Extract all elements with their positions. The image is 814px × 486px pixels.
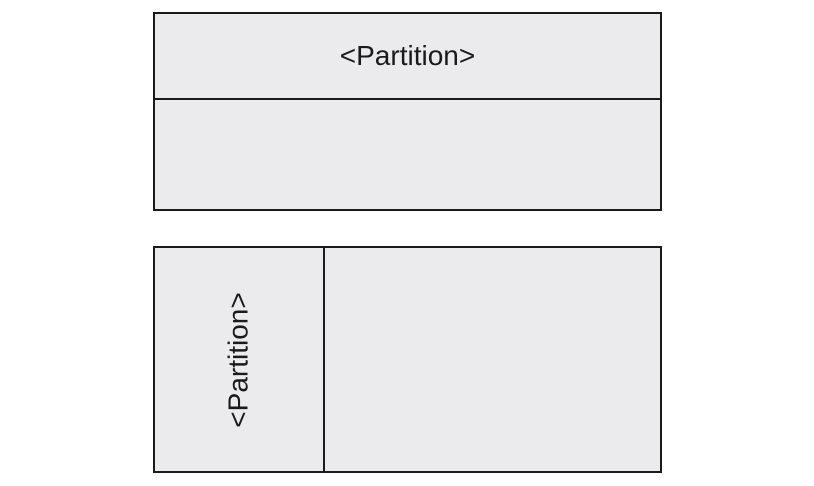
vertical-partition-label: <Partition> — [222, 291, 254, 428]
horizontal-partition-label: <Partition> — [339, 40, 476, 71]
horizontal-partition: <Partition> — [153, 12, 662, 211]
horizontal-partition-body — [155, 100, 660, 209]
vertical-partition: <Partition> — [153, 246, 662, 473]
vertical-partition-body — [325, 248, 660, 471]
horizontal-partition-header: <Partition> — [155, 14, 660, 100]
vertical-partition-header: <Partition> — [155, 248, 325, 471]
